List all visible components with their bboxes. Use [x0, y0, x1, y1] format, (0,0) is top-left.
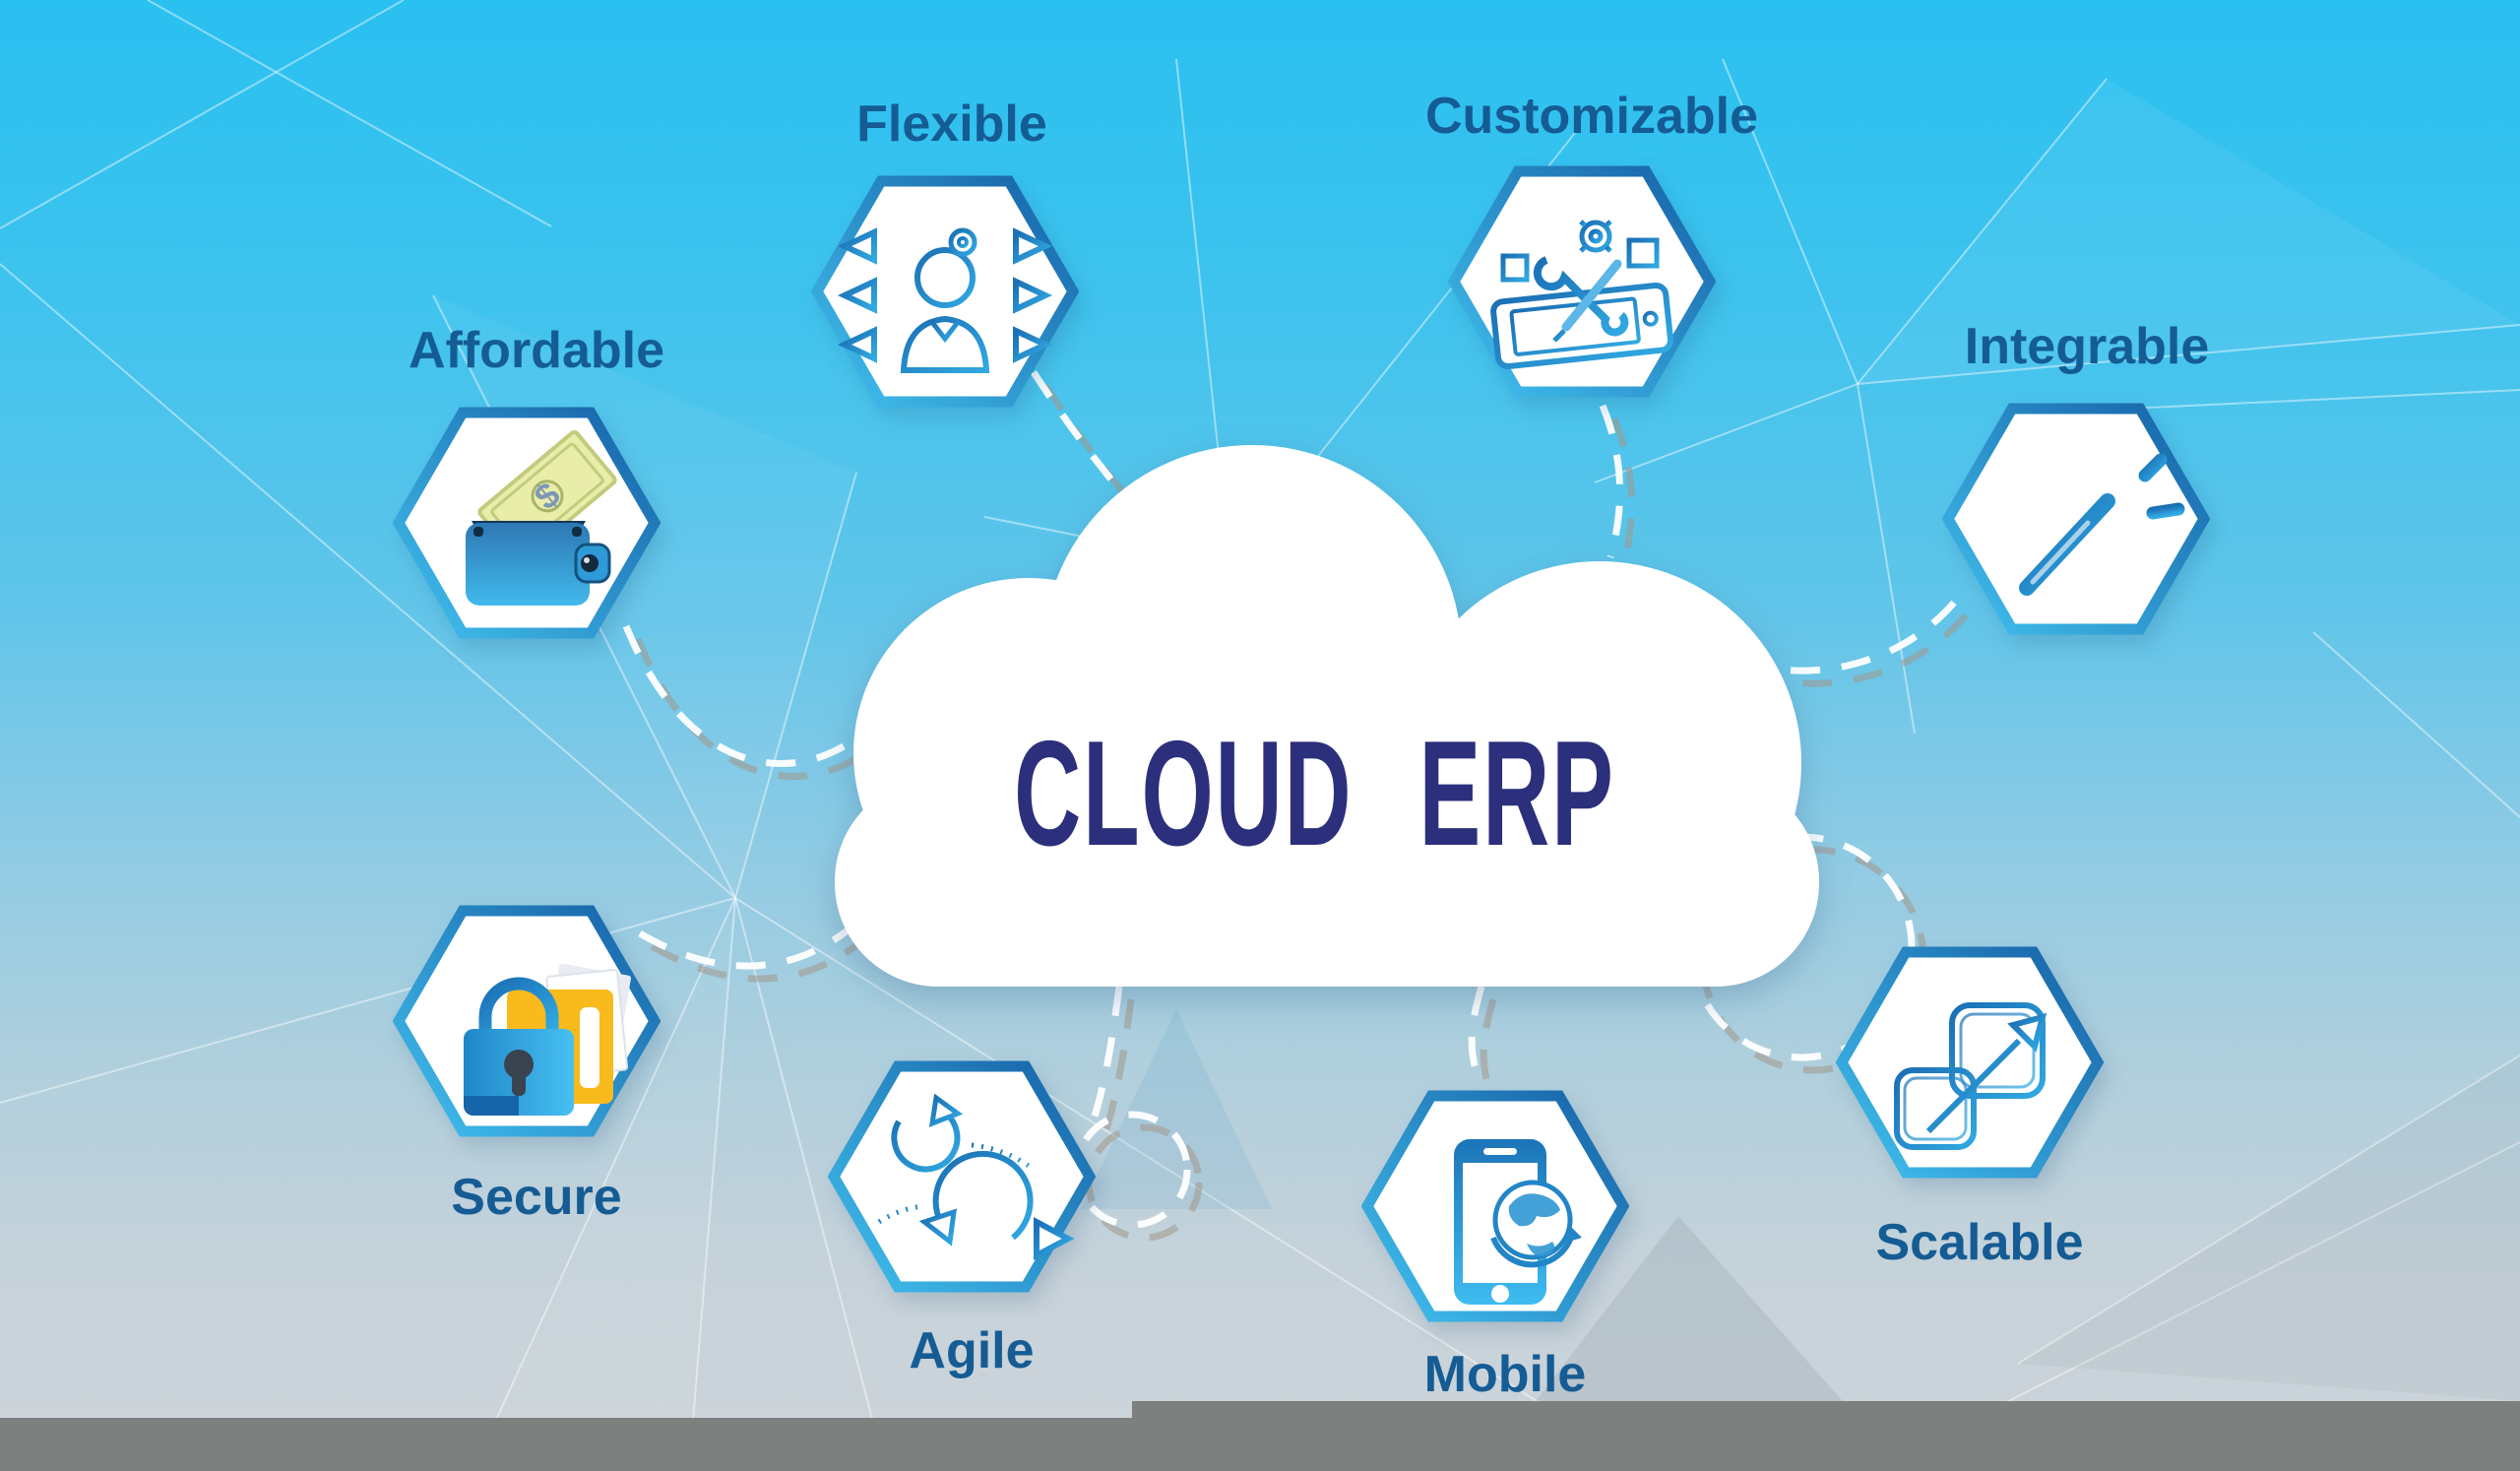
- feature-mobile: [1360, 1088, 1630, 1324]
- label-integrable: Integrable: [1964, 318, 2210, 375]
- feature-affordable: $: [392, 405, 662, 641]
- mobile-hexagon: [1360, 1090, 1630, 1322]
- wallet-money-icon: $: [466, 430, 617, 606]
- footer-bar: [0, 1418, 2520, 1471]
- label-scalable: Scalable: [1875, 1214, 2084, 1271]
- label-agile: Agile: [909, 1322, 1035, 1379]
- secure-hexagon: [392, 905, 662, 1137]
- person-flex-arrows-icon: [837, 224, 1053, 373]
- label-affordable: Affordable: [409, 322, 664, 379]
- agile-hexagon: [827, 1060, 1097, 1293]
- scalable-hexagon: [1835, 946, 2105, 1179]
- expand-arrows-icon: [1894, 1002, 2048, 1150]
- label-mobile: Mobile: [1423, 1346, 1587, 1403]
- label-flexible: Flexible: [856, 96, 1047, 153]
- customizable-hexagon: [1447, 165, 1717, 398]
- smartphone-globe-icon: [1454, 1139, 1582, 1305]
- label-secure: Secure: [451, 1169, 622, 1226]
- integrable-hexagon: [1941, 403, 2211, 635]
- feature-flexible: [810, 173, 1080, 410]
- feature-scalable: [1835, 944, 2105, 1181]
- feature-secure: [392, 903, 662, 1139]
- padlock-folder-icon: [464, 963, 632, 1116]
- label-customizable: Customizable: [1424, 88, 1759, 145]
- magic-wand-icon: [2019, 447, 2185, 596]
- feature-integrable: [1941, 401, 2211, 637]
- tablet-tools-icon: [1490, 215, 1674, 370]
- scrum-loop-icon: [875, 1093, 1075, 1260]
- cloud-erp-title: CLOUD ERP: [817, 695, 1811, 892]
- affordable-hexagon: $: [392, 407, 662, 639]
- flexible-hexagon: [810, 175, 1080, 408]
- title-word-cloud: CLOUD: [1013, 709, 1354, 877]
- title-word-erp: ERP: [1418, 709, 1615, 877]
- polygon-mesh-facets: [433, 79, 2520, 1471]
- feature-customizable: [1447, 163, 1717, 400]
- feature-agile: [827, 1058, 1097, 1295]
